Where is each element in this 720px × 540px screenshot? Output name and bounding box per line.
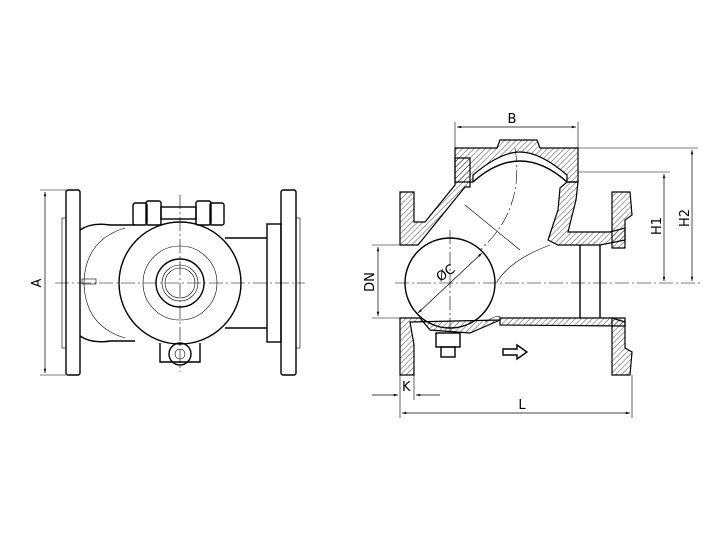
right-flange-face (295, 217, 301, 349)
front-view: A (30, 189, 305, 376)
cover (118, 221, 242, 345)
outlet-flange-upper (611, 191, 633, 249)
section-view: ØC B H1 H2 DN K L (363, 112, 700, 418)
drain-plug (168, 342, 192, 366)
dimension-a-label: A (30, 278, 45, 287)
dimension-c-label: ØC (434, 262, 458, 285)
dimension-dn-label: DN (363, 272, 378, 292)
right-flange (280, 189, 297, 376)
cover-section (454, 139, 579, 183)
drain-plug-section (435, 332, 461, 348)
left-flange-face (61, 217, 67, 349)
dimension-k-label: K (402, 380, 411, 395)
left-flange (65, 189, 81, 376)
dimension-l-label: L (518, 398, 526, 413)
dimension-b-label: B (508, 112, 517, 127)
dimension-h1-label: H1 (650, 217, 665, 235)
body-outlet-lower (499, 317, 626, 327)
left-body (79, 223, 135, 343)
right-hub (266, 223, 282, 343)
dimension-c-line (417, 252, 483, 314)
top-lug (132, 202, 148, 226)
outlet-flange-lower (611, 317, 633, 376)
flow-arrow-icon (502, 343, 529, 361)
dimension-h2-label: H2 (678, 209, 693, 227)
center-boss (155, 258, 205, 308)
